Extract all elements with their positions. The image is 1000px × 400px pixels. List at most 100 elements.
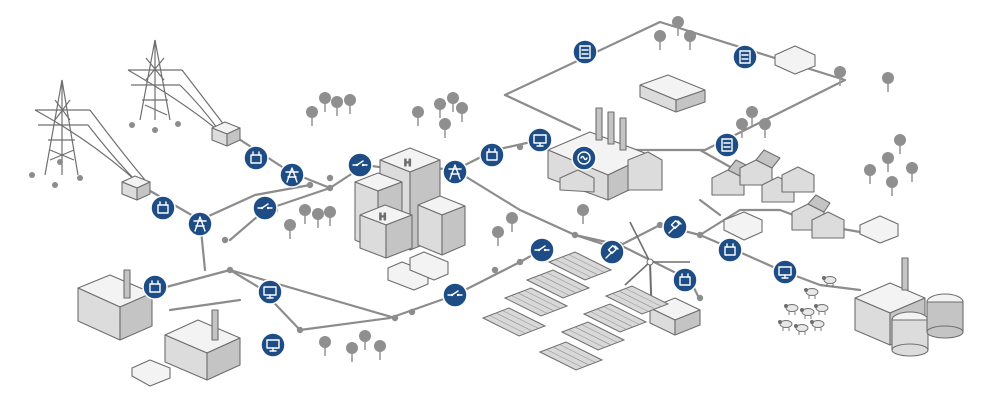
- battery-module-icon: [579, 45, 591, 59]
- cow: [784, 304, 799, 315]
- houses: [711, 149, 845, 239]
- badge-monitor-2: [772, 259, 798, 285]
- transformer-box-1: [121, 175, 151, 201]
- tree: [506, 212, 518, 232]
- cow: [822, 276, 837, 287]
- transformer-icon: [250, 151, 262, 164]
- solar-panel: [560, 321, 626, 351]
- tree: [736, 118, 748, 138]
- transformer-icon: [149, 280, 161, 293]
- badge-circle: [479, 142, 505, 168]
- switch-icon: [447, 290, 463, 297]
- trees: [284, 16, 918, 362]
- tree: [434, 98, 446, 118]
- badge-switch-1: [347, 152, 373, 178]
- badge-transformer-4: [717, 237, 743, 263]
- tree: [331, 96, 343, 116]
- badge-circle: [772, 259, 798, 285]
- svg-text:H: H: [379, 212, 386, 223]
- badge-pylon-1: [279, 162, 305, 188]
- transformer-icon: [679, 273, 691, 286]
- plug-icon: [668, 219, 682, 234]
- tree: [359, 330, 371, 350]
- badge-circle: [347, 152, 373, 178]
- tree: [906, 162, 918, 182]
- tree: [882, 72, 894, 92]
- svg-text:H: H: [404, 158, 411, 169]
- badge-circle: [150, 195, 176, 221]
- switch-icon: [352, 160, 368, 167]
- badge-transformer-1: [243, 145, 269, 171]
- badge-pylon-2: [187, 211, 213, 237]
- monitor-icon: [778, 266, 792, 279]
- badge-circle: [187, 211, 213, 237]
- badge-monitor-3: [260, 332, 286, 358]
- solar-panel: [525, 269, 591, 299]
- transformer-box-2: [211, 121, 241, 147]
- industrial-hall-1: [77, 269, 153, 341]
- tree: [577, 204, 589, 224]
- cow: [810, 320, 825, 331]
- badge-circle: [717, 237, 743, 263]
- tree: [312, 208, 324, 228]
- solar-panel: [503, 287, 569, 317]
- cow: [814, 304, 829, 315]
- solar-panel: [604, 285, 670, 315]
- transformer-icon: [157, 201, 169, 214]
- power-plant: [547, 107, 663, 201]
- badge-circle: [527, 127, 553, 153]
- cow: [794, 324, 809, 335]
- tree: [864, 164, 876, 184]
- pylon-icon: [285, 167, 299, 183]
- battery-module-icon: [721, 138, 733, 152]
- badge-monitor-1: [527, 127, 553, 153]
- tree: [299, 204, 311, 224]
- tree: [684, 30, 696, 50]
- tree: [344, 94, 356, 114]
- badge-battery-1: [572, 39, 598, 65]
- badge-transformer-3: [479, 142, 505, 168]
- tree: [654, 30, 666, 50]
- badge-plug-2: [662, 214, 688, 240]
- badge-circle: [243, 145, 269, 171]
- industrial-hall-2: [164, 309, 241, 381]
- badge-switch-3: [529, 237, 555, 263]
- tree: [894, 134, 906, 154]
- badge-circle: [252, 195, 278, 221]
- tree: [882, 152, 894, 172]
- badge-circle: [529, 237, 555, 263]
- tree: [456, 102, 468, 122]
- solar-panel: [538, 341, 604, 371]
- badge-circle: [442, 159, 468, 185]
- cow: [778, 320, 793, 331]
- tree: [319, 92, 331, 112]
- tree: [447, 92, 459, 112]
- badge-switch-2: [252, 195, 278, 221]
- badge-circle: [714, 132, 740, 158]
- tree: [319, 336, 331, 356]
- battery-storage: [639, 74, 706, 113]
- pylon-icon: [448, 164, 462, 180]
- component-badges: [142, 39, 798, 358]
- switch-icon: [257, 203, 273, 210]
- monitor-icon: [263, 286, 277, 299]
- generator-icon: [577, 151, 591, 165]
- solar-panel: [582, 303, 648, 333]
- tree: [834, 66, 846, 86]
- badge-generator-1: [571, 145, 597, 171]
- badge-battery-3: [714, 132, 740, 158]
- tree: [672, 16, 684, 36]
- tree: [492, 226, 504, 246]
- battery-module-icon: [739, 50, 751, 64]
- biogas-plant: [854, 257, 964, 357]
- hospital-building: H H: [354, 147, 466, 259]
- badge-battery-2: [732, 44, 758, 70]
- transformer-icon: [724, 243, 736, 256]
- monitor-icon: [533, 134, 547, 147]
- cow: [800, 308, 815, 319]
- monitor-icon: [266, 339, 280, 352]
- badge-circle: [732, 44, 758, 70]
- tree: [759, 118, 771, 138]
- tree: [746, 106, 758, 126]
- badge-pylon-3: [442, 159, 468, 185]
